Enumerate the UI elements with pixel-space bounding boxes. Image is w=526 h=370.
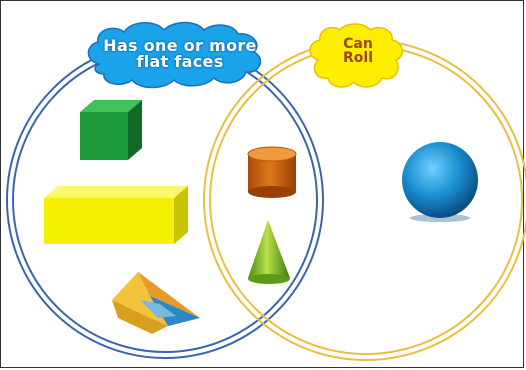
- can-roll-ring-inner: [210, 46, 522, 354]
- can-roll-label-line-2: Roll: [318, 51, 398, 65]
- cube-shape: [80, 100, 142, 160]
- flat-faces-label-line-2: flat faces: [95, 54, 265, 70]
- flat-faces-label: Has one or more flat faces: [95, 38, 265, 70]
- cylinder-shape: [248, 147, 296, 198]
- can-roll-ring-outer: [204, 40, 526, 360]
- can-roll-label: Can Roll: [318, 37, 398, 65]
- cone-shape: [248, 220, 290, 284]
- can-roll-set: [204, 40, 526, 360]
- rectangular-prism-shape: [44, 186, 188, 244]
- triangular-prism-shape: [112, 272, 200, 334]
- can-roll-label-line-1: Can: [318, 37, 398, 51]
- sphere-shape: [402, 142, 478, 222]
